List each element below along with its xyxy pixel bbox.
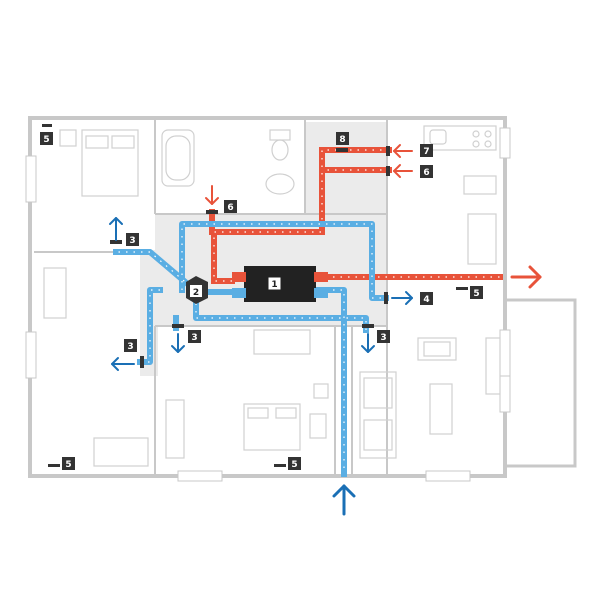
svg-text:3: 3	[191, 333, 197, 343]
furniture-icons	[43, 125, 501, 467]
svg-text:6: 6	[423, 168, 429, 178]
label-5-bottom-left: 5	[62, 457, 75, 470]
label-4: 4	[420, 292, 433, 305]
balcony	[505, 298, 577, 468]
label-5-kitchen: 5	[470, 286, 483, 299]
air-exhaust-arrow-icon	[510, 265, 542, 289]
svg-text:8: 8	[339, 135, 345, 145]
exhaust-duct-dots	[213, 149, 500, 282]
svg-text:7: 7	[423, 147, 429, 157]
label-3-middle: 3	[188, 330, 201, 343]
label-8: 8	[336, 132, 349, 145]
label-3-right: 3	[377, 330, 390, 343]
label-6-kitchen: 6	[420, 165, 433, 178]
ventilation-unit: 1	[232, 266, 328, 302]
svg-text:3: 3	[127, 342, 133, 352]
label-7: 7	[420, 144, 433, 157]
svg-text:5: 5	[65, 460, 71, 470]
supply-arrow-icon	[391, 291, 413, 305]
svg-text:5: 5	[291, 460, 297, 470]
svg-text:4: 4	[423, 295, 429, 305]
svg-text:3: 3	[380, 333, 386, 343]
unit-label: 1	[271, 280, 277, 290]
distribution-box-label: 2	[193, 288, 199, 298]
label-5-bottom-middle: 5	[288, 457, 301, 470]
valves	[42, 124, 468, 467]
supply-arrows	[109, 217, 413, 371]
extract-arrow-icon	[205, 185, 219, 205]
label-6-bath: 6	[224, 200, 237, 213]
supply-arrow-icon	[109, 217, 123, 241]
svg-text:5: 5	[43, 135, 49, 145]
number-labels: 5 8 7 6 6 3 3 3	[40, 132, 483, 470]
air-intake-arrow-icon	[332, 484, 356, 516]
svg-text:5: 5	[473, 289, 479, 299]
distribution-box: 2	[186, 276, 208, 304]
supply-arrow-icon	[361, 333, 375, 353]
label-3-left-room: 3	[124, 339, 137, 352]
windows	[25, 127, 511, 482]
extract-arrows	[205, 144, 413, 205]
supply-arrow-icon	[171, 333, 185, 353]
extract-arrow-icon	[393, 144, 413, 158]
svg-text:3: 3	[129, 236, 135, 246]
extract-arrow-icon	[393, 164, 413, 178]
svg-text:6: 6	[227, 203, 233, 213]
label-5-top-left: 5	[40, 132, 53, 145]
label-3-bedroom: 3	[126, 233, 139, 246]
supply-arrow-icon	[111, 357, 135, 371]
